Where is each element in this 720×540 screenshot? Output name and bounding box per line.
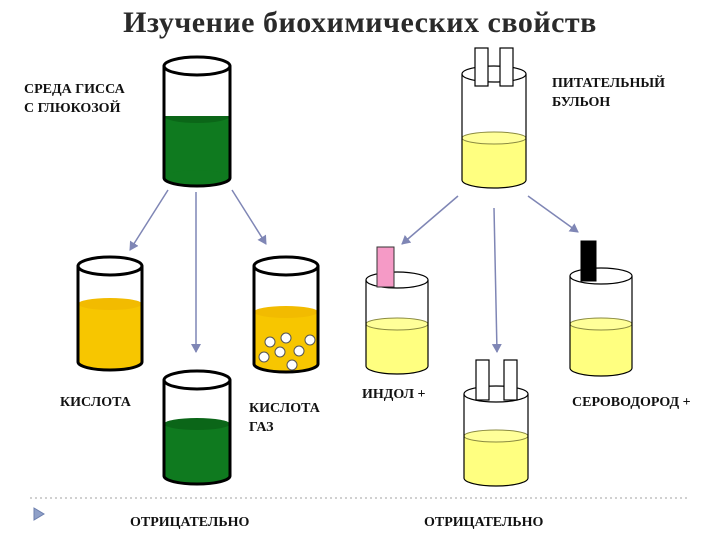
broth-tube-top bbox=[461, 65, 527, 83]
label-broth-line1: ПИТАТЕЛЬНЫЙ bbox=[552, 76, 666, 91]
broth-surface bbox=[461, 131, 527, 145]
h2s-tube-top bbox=[569, 267, 633, 285]
slide-title: Изучение биохимических свойств bbox=[123, 6, 597, 39]
indole-broth-surface bbox=[365, 317, 429, 331]
arrow-giss-to-acid-gas bbox=[231, 189, 267, 245]
h2s-broth-surface bbox=[569, 317, 633, 331]
label-indole: ИНДОЛ + bbox=[362, 387, 426, 402]
broth-neg-tube-top bbox=[463, 385, 529, 403]
broth-neg-surface bbox=[463, 429, 529, 443]
indole-tube-top bbox=[365, 271, 429, 289]
gas-bubble bbox=[280, 332, 292, 344]
tube-h2s bbox=[569, 240, 633, 377]
label-acid-gas-line1: КИСЛОТА bbox=[249, 401, 320, 416]
gas-bubble bbox=[304, 334, 316, 346]
arrow-broth-to-negative bbox=[491, 207, 502, 353]
label-giss-line2: С ГЛЮКОЗОЙ bbox=[24, 101, 121, 116]
gas-bubble bbox=[274, 346, 286, 358]
gas-bubble bbox=[286, 359, 298, 371]
indole-test-strip bbox=[376, 246, 395, 288]
tube-indole bbox=[365, 246, 429, 375]
gas-bubble bbox=[264, 336, 276, 348]
label-broth-line2: БУЛЬОН bbox=[552, 95, 611, 110]
gas-bubbles bbox=[258, 332, 316, 371]
gas-bubble bbox=[293, 345, 305, 357]
tube-broth-negative bbox=[463, 359, 529, 487]
gas-bubble bbox=[258, 351, 270, 363]
giss-neg-tube-top bbox=[162, 369, 232, 391]
tube-giss-glucose bbox=[162, 55, 232, 188]
acid-gas-tube-top bbox=[252, 255, 320, 277]
giss-neg-surface bbox=[164, 418, 230, 430]
arrow-broth-to-indole bbox=[401, 195, 459, 245]
giss-medium-fill bbox=[164, 116, 230, 178]
acid-gas-surface bbox=[254, 306, 318, 318]
giss-medium-surface-white bbox=[164, 108, 230, 116]
label-giss-medium: СРЕДА ГИССА С ГЛЮКОЗОЙ bbox=[24, 80, 125, 118]
broth-stopper-left bbox=[474, 47, 489, 87]
arrow-giss-to-acid bbox=[129, 189, 169, 251]
h2s-test-strip bbox=[580, 240, 597, 282]
arrow-broth-to-h2s bbox=[527, 195, 579, 233]
label-negative-left: ОТРИЦАТЕЛЬНО bbox=[130, 515, 250, 530]
giss-tube-top bbox=[162, 55, 232, 77]
tube-acid bbox=[76, 255, 144, 372]
label-acid-gas-line2: ГАЗ bbox=[249, 420, 274, 435]
arrows bbox=[129, 189, 579, 353]
label-h2s: СЕРОВОДОРОД + bbox=[572, 395, 691, 410]
label-acid: КИСЛОТА bbox=[60, 395, 131, 410]
label-giss-line1: СРЕДА ГИССА bbox=[24, 82, 125, 97]
slide-bullet-icon bbox=[33, 507, 45, 521]
giss-medium-bottom bbox=[164, 170, 230, 186]
label-negative-right: ОТРИЦАТЕЛЬНО bbox=[424, 515, 544, 530]
broth-neg-stopper-left bbox=[475, 359, 490, 401]
acid-surface bbox=[78, 298, 142, 310]
label-acid-gas: КИСЛОТА ГАЗ bbox=[249, 399, 320, 437]
broth-stopper-right bbox=[499, 47, 514, 87]
broth-neg-stopper-right bbox=[503, 359, 518, 401]
tube-acid-gas bbox=[252, 255, 320, 374]
tube-giss-negative bbox=[162, 369, 232, 486]
acid-tube-top bbox=[76, 255, 144, 277]
label-broth: ПИТАТЕЛЬНЫЙ БУЛЬОН bbox=[552, 74, 665, 112]
tube-broth bbox=[461, 47, 527, 189]
